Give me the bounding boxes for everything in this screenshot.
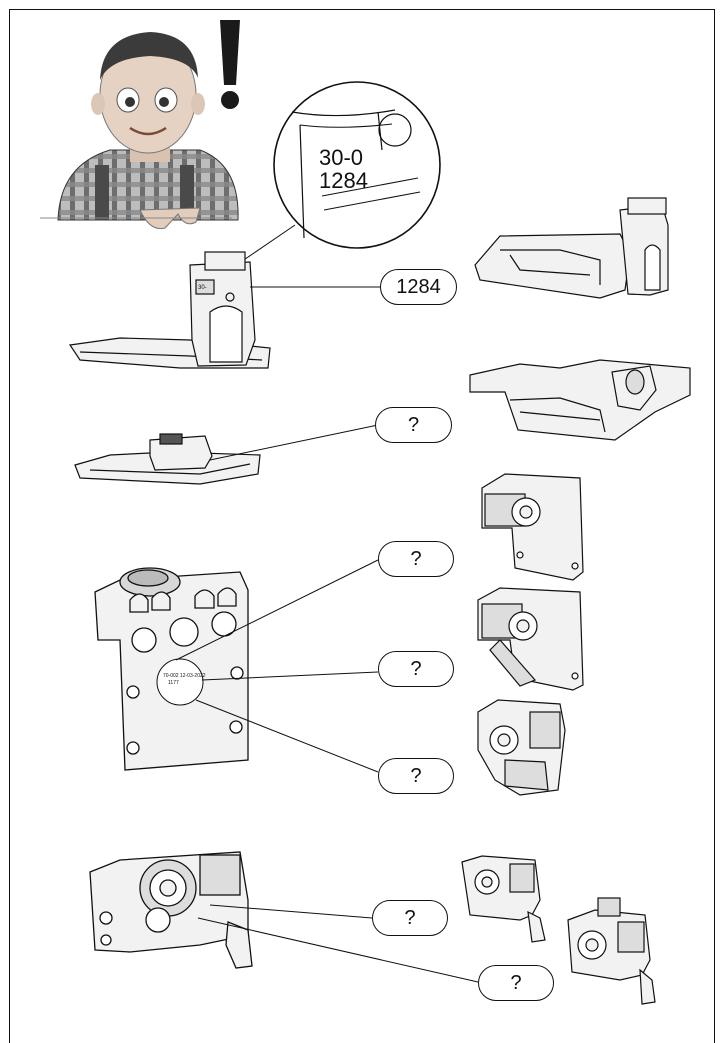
label-1284-text: 1284 xyxy=(396,275,441,298)
question-label-3: ? xyxy=(378,651,454,687)
label-leader-line xyxy=(209,424,379,461)
question-mark-text: ? xyxy=(404,906,416,929)
roller-mechanism-3 xyxy=(477,699,566,796)
flat-tray-part xyxy=(74,433,261,485)
roller-mechanism-1 xyxy=(481,473,584,581)
part-stamp: 30- xyxy=(198,285,207,291)
drawer-tray-part xyxy=(474,197,669,299)
question-label-2: ? xyxy=(378,541,454,577)
question-mark-text: ? xyxy=(407,413,420,436)
question-mark-text: ? xyxy=(410,657,422,680)
question-label-4: ? xyxy=(378,758,454,794)
zoom-text-line2: 1284 xyxy=(319,168,368,193)
label-leader-line xyxy=(175,559,379,661)
label-leader-line xyxy=(209,904,373,919)
exclamation-icon xyxy=(220,20,240,109)
plate-stamp-line2: 1177 xyxy=(168,680,179,686)
label-leader-line xyxy=(201,671,379,681)
label-1284: 1284 xyxy=(380,269,457,305)
mounting-plate xyxy=(94,567,249,771)
roller-mechanism-assembly xyxy=(89,851,253,969)
label-leader-line xyxy=(195,699,379,773)
question-mark-text: ? xyxy=(510,971,522,994)
roller-mechanism-5 xyxy=(567,897,656,1005)
zoom-detail-circle xyxy=(273,81,441,249)
technician-character xyxy=(40,32,239,230)
zoom-text-line1: 30-0 xyxy=(319,145,363,170)
question-label-6: ? xyxy=(478,965,554,1001)
question-mark-text: ? xyxy=(410,764,422,787)
tray-with-bracket-part xyxy=(469,359,691,441)
drawer-bracket-part xyxy=(68,251,271,369)
roller-mechanism-4 xyxy=(461,855,546,943)
page-frame xyxy=(9,9,715,1043)
roller-mechanism-2 xyxy=(477,587,584,691)
question-label-5: ? xyxy=(372,900,448,936)
label-leader-line xyxy=(197,917,479,983)
question-label-1: ? xyxy=(375,407,452,443)
question-mark-text: ? xyxy=(410,547,422,570)
plate-stamp-line1: 70-002 12-03-2022 xyxy=(163,673,206,679)
